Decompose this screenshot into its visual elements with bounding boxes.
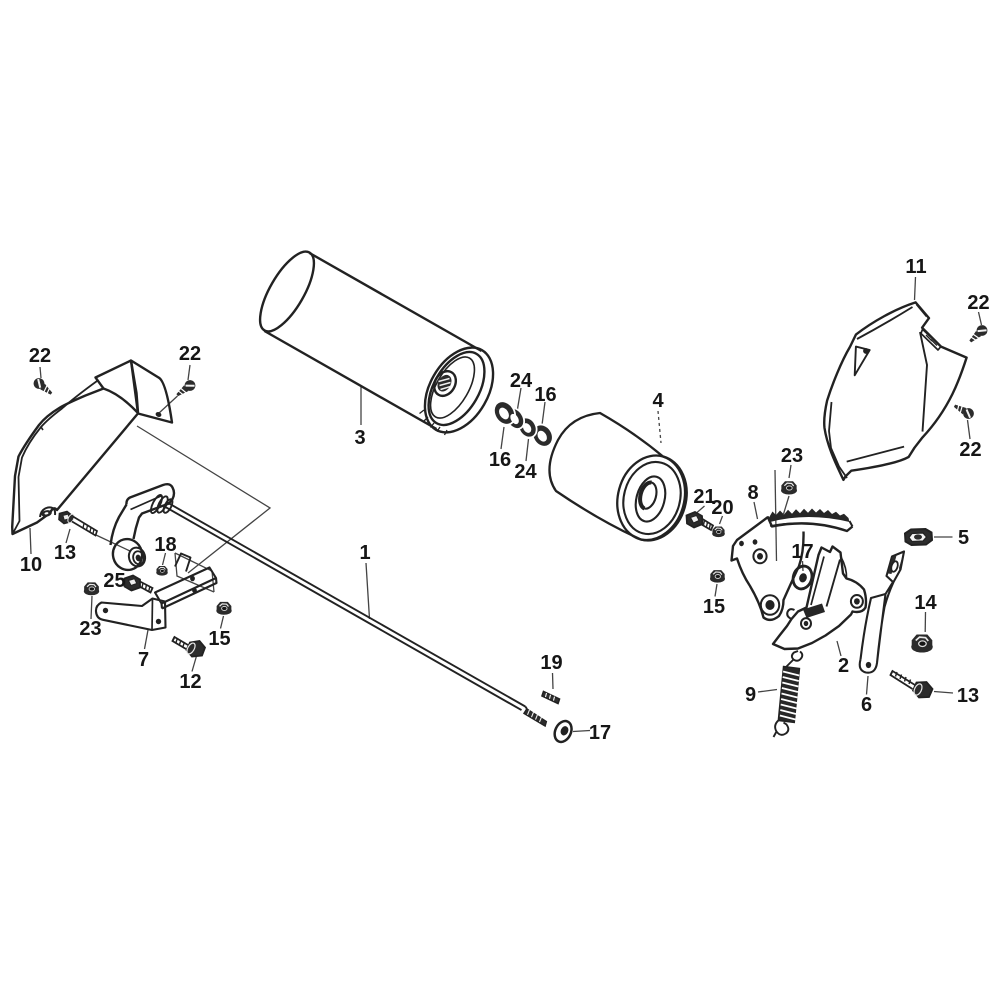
svg-text:1: 1 <box>359 542 370 564</box>
svg-text:19: 19 <box>540 652 562 674</box>
svg-text:14: 14 <box>914 592 937 614</box>
svg-text:23: 23 <box>79 618 101 640</box>
svg-text:22: 22 <box>959 439 981 461</box>
svg-text:21: 21 <box>693 486 715 508</box>
svg-text:18: 18 <box>154 534 176 556</box>
svg-text:11: 11 <box>905 256 926 278</box>
svg-text:15: 15 <box>208 628 230 650</box>
svg-text:16: 16 <box>489 449 511 471</box>
svg-text:17: 17 <box>589 722 611 744</box>
svg-text:25: 25 <box>103 570 125 592</box>
svg-text:10: 10 <box>20 554 42 576</box>
svg-text:15: 15 <box>703 596 725 618</box>
svg-text:3: 3 <box>354 427 365 449</box>
svg-text:8: 8 <box>747 482 758 504</box>
svg-text:12: 12 <box>179 671 201 693</box>
svg-text:24: 24 <box>514 461 537 483</box>
svg-text:17: 17 <box>791 541 813 563</box>
svg-text:13: 13 <box>957 685 979 707</box>
svg-text:4: 4 <box>652 390 664 412</box>
svg-text:2: 2 <box>838 655 849 677</box>
svg-text:20: 20 <box>711 497 733 519</box>
svg-text:6: 6 <box>861 694 872 716</box>
svg-text:5: 5 <box>958 527 969 549</box>
svg-text:22: 22 <box>29 345 51 367</box>
svg-text:23: 23 <box>781 445 803 467</box>
svg-text:9: 9 <box>745 684 756 706</box>
svg-text:13: 13 <box>54 542 76 564</box>
svg-text:22: 22 <box>967 292 989 314</box>
svg-text:24: 24 <box>510 370 533 392</box>
svg-text:22: 22 <box>179 343 201 365</box>
svg-text:16: 16 <box>534 384 556 406</box>
svg-text:7: 7 <box>138 649 149 671</box>
